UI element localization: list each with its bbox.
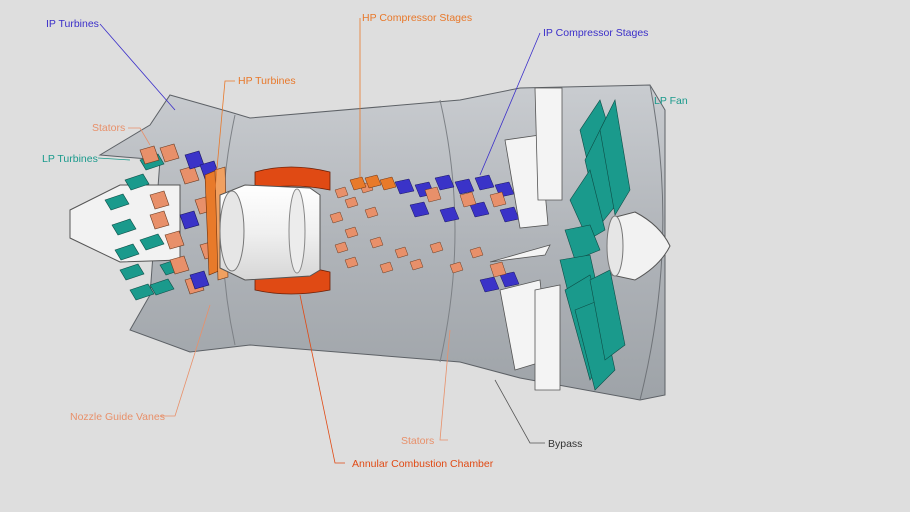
leader-lines	[97, 18, 545, 464]
bypass-label: Bypass	[548, 438, 582, 450]
nozzle-guide-vanes-label: Nozzle Guide Vanes	[70, 411, 165, 423]
central-shaft	[219, 184, 321, 281]
annular-combustion-chamber-label: Annular Combustion Chamber	[352, 458, 494, 470]
stators-bottom-label: Stators	[401, 435, 434, 447]
ip-compressor-blades	[394, 174, 520, 293]
ip-turbine-blades	[179, 150, 220, 290]
nose-spinner	[611, 211, 671, 281]
ip-compressor-stators	[424, 186, 507, 278]
lp-fan-label: LP Fan	[654, 95, 688, 107]
ip-compressor-stages-label: IP Compressor Stages	[543, 27, 648, 39]
stators-top-label: Stators	[92, 122, 125, 134]
hp-compressor-stages-label: HP Compressor Stages	[362, 12, 472, 24]
hp-turbines-label: HP Turbines	[238, 75, 296, 87]
hp-compressor-blades	[329, 181, 484, 274]
bypass-struts	[489, 87, 563, 391]
lp-fan-blades	[559, 99, 631, 391]
ip-turbines-label: IP Turbines	[46, 18, 99, 30]
hp-compressor-orange-blades	[349, 174, 397, 191]
spinner-base	[606, 215, 624, 277]
lp-turbines-label: LP Turbines	[42, 153, 98, 165]
